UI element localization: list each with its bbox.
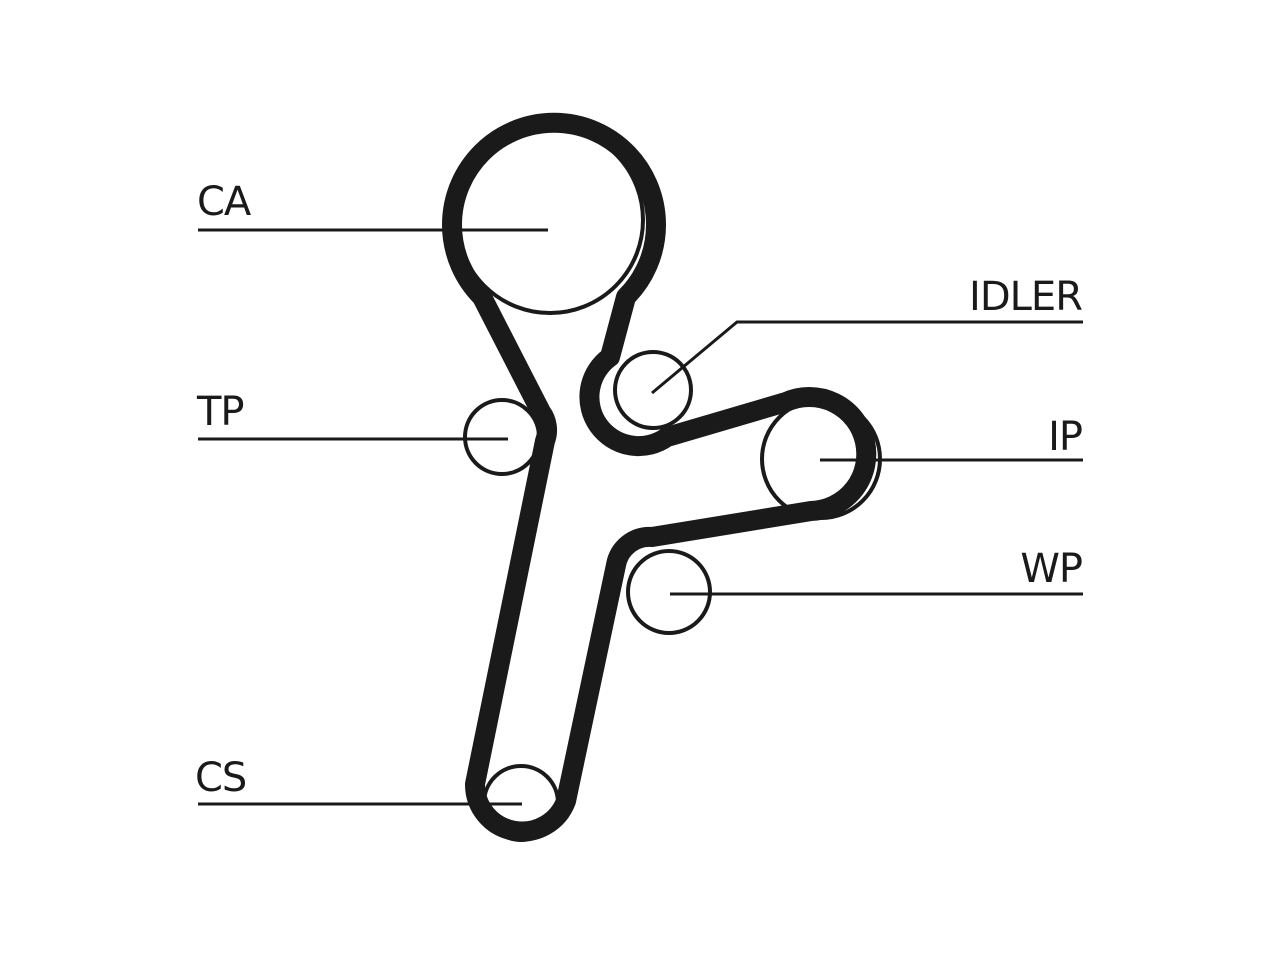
timing-belt xyxy=(442,112,877,842)
label-tp: TP xyxy=(196,389,244,435)
water-pump-pulley xyxy=(626,549,712,635)
label-wp: WP xyxy=(1020,546,1082,592)
label-idler: IDLER xyxy=(969,274,1082,320)
label-cs: CS xyxy=(195,755,246,801)
idler-pulley xyxy=(613,350,693,430)
idler-leader-line xyxy=(651,320,1083,395)
tensioner-pulley xyxy=(463,398,541,476)
label-ca: CA xyxy=(197,179,252,225)
label-ip: IP xyxy=(1048,414,1082,460)
camshaft-pulley xyxy=(455,125,645,315)
